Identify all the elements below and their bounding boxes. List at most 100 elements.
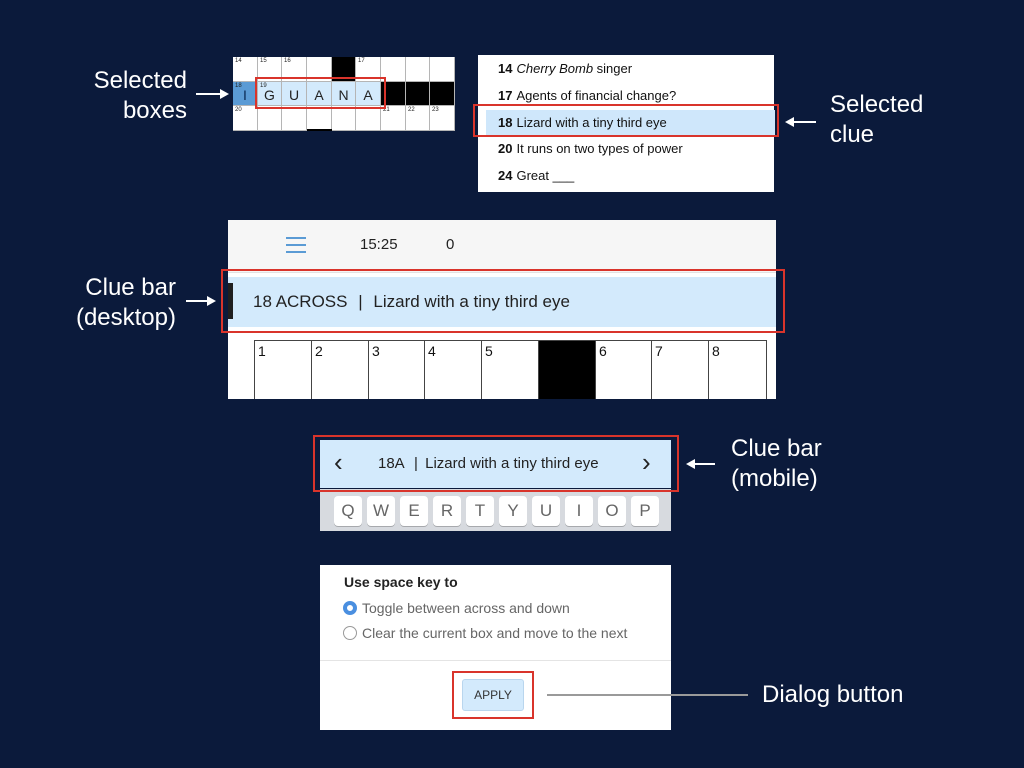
option-clear-label: Clear the current box and move to the ne… bbox=[362, 625, 628, 641]
desktop-clue-ref: 18 ACROSS bbox=[253, 292, 348, 311]
label-clue-bar-desktop-line1: Clue bar bbox=[85, 274, 176, 301]
desktop-puzzle-view: 15:25 0 18 ACROSS | Lizard with a tiny t… bbox=[228, 220, 776, 399]
mobile-clue-text: Lizard with a tiny third eye bbox=[425, 455, 599, 472]
grid-cell[interactable] bbox=[356, 106, 381, 131]
grid-cell[interactable] bbox=[430, 57, 455, 82]
key-t[interactable]: T bbox=[466, 496, 494, 526]
grid-cell[interactable]: 7 bbox=[652, 341, 709, 399]
desktop-clue-text-line: 18 ACROSS | Lizard with a tiny third eye bbox=[253, 292, 570, 312]
label-clue-bar-desktop-line2: (desktop) bbox=[75, 304, 176, 331]
clue-text: Agents of financial change? bbox=[516, 87, 677, 103]
cell-number: 19 bbox=[260, 83, 267, 89]
grid-cell[interactable]: 3 bbox=[369, 341, 425, 399]
cell-number: 22 bbox=[408, 107, 415, 113]
grid-cell[interactable]: 22 bbox=[406, 106, 430, 131]
grid-cell[interactable] bbox=[282, 106, 307, 131]
apply-button[interactable]: APPLY bbox=[462, 679, 524, 711]
next-clue-icon[interactable]: › bbox=[642, 447, 651, 477]
key-u[interactable]: U bbox=[532, 496, 560, 526]
selected-grid-cell[interactable]: A bbox=[356, 82, 381, 106]
cell-number: 16 bbox=[284, 58, 291, 64]
selected-grid-cell[interactable]: A bbox=[307, 82, 332, 106]
label-selected-boxes-line1: Selected bbox=[93, 67, 187, 94]
arrow-selected-boxes bbox=[196, 93, 221, 95]
grid-cell[interactable] bbox=[381, 57, 406, 82]
grid-cell[interactable] bbox=[258, 106, 282, 131]
clue-number: 18 bbox=[498, 114, 513, 130]
grid-cell[interactable]: 16 bbox=[282, 57, 307, 82]
option-clear[interactable]: Clear the current box and move to the ne… bbox=[343, 625, 663, 643]
cell-letter: A bbox=[314, 87, 324, 103]
settings-dialog: Use space key to Toggle between across a… bbox=[320, 565, 671, 730]
grid-cell[interactable]: 14 bbox=[233, 57, 258, 82]
desktop-clue-bar[interactable]: 18 ACROSS | Lizard with a tiny third eye bbox=[228, 277, 776, 327]
clue-number: 17 bbox=[498, 87, 513, 103]
clue-text-suffix: singer bbox=[593, 61, 633, 76]
clue-text: Great ___ bbox=[516, 168, 575, 184]
cell-number: 7 bbox=[655, 343, 663, 359]
arrow-head-selected-boxes bbox=[220, 89, 229, 99]
grid-cell[interactable]: 17 bbox=[356, 57, 381, 82]
grid-cell[interactable] bbox=[307, 57, 332, 82]
clue-number: 20 bbox=[498, 141, 513, 157]
cell-number: 14 bbox=[235, 58, 242, 64]
grid-cell[interactable]: 8 bbox=[709, 341, 766, 399]
arrow-head-selected-clue bbox=[785, 117, 794, 127]
grid-cell[interactable]: 6 bbox=[596, 341, 652, 399]
clue-text: Lizard with a tiny third eye bbox=[516, 114, 667, 130]
key-q[interactable]: Q bbox=[334, 496, 362, 526]
desktop-toolbar: 15:25 0 bbox=[228, 220, 776, 273]
selected-clue-highlight bbox=[473, 104, 779, 137]
grid-cell[interactable] bbox=[307, 106, 332, 131]
grid-cell[interactable]: 4 bbox=[425, 341, 482, 399]
grid-cell[interactable]: 1 bbox=[255, 341, 312, 399]
cell-letter: G bbox=[264, 87, 275, 103]
cell-number: 21 bbox=[383, 107, 390, 113]
prev-clue-icon[interactable]: ‹ bbox=[334, 447, 343, 477]
key-o[interactable]: O bbox=[598, 496, 626, 526]
radio-unselected-icon[interactable] bbox=[343, 626, 357, 640]
black-cell bbox=[430, 82, 455, 106]
dialog-button-highlight bbox=[452, 671, 534, 719]
selected-grid-cell[interactable]: N bbox=[332, 82, 356, 106]
clue-number: 14 bbox=[498, 61, 513, 76]
option-toggle[interactable]: Toggle between across and down bbox=[343, 600, 663, 618]
cell-number: 2 bbox=[315, 343, 323, 359]
mobile-clue-text-line: 18A | Lizard with a tiny third eye bbox=[378, 455, 599, 472]
grid-cell[interactable]: 20 bbox=[233, 106, 258, 131]
grid-cell[interactable]: 15 bbox=[258, 57, 282, 82]
key-r[interactable]: R bbox=[433, 496, 461, 526]
clue-number: 24 bbox=[498, 168, 513, 184]
key-y[interactable]: Y bbox=[499, 496, 527, 526]
label-clue-bar-mobile-line1: Clue bar bbox=[731, 435, 822, 462]
label-selected-boxes: Selected boxes bbox=[60, 66, 187, 126]
grid-cell[interactable] bbox=[332, 106, 356, 131]
selected-grid-cell[interactable]: U bbox=[282, 82, 307, 106]
grid-cell[interactable]: 23 bbox=[430, 106, 455, 131]
cell-number: 1 bbox=[258, 343, 266, 359]
key-i[interactable]: I bbox=[565, 496, 593, 526]
key-e[interactable]: E bbox=[400, 496, 428, 526]
key-p[interactable]: P bbox=[631, 496, 659, 526]
dialog-divider bbox=[320, 660, 671, 661]
grid-cell[interactable] bbox=[406, 57, 430, 82]
dialog-title: Use space key to bbox=[344, 574, 458, 590]
grid-cell[interactable]: 2 bbox=[312, 341, 369, 399]
grid-cell[interactable]: 21 bbox=[381, 106, 406, 131]
key-w[interactable]: W bbox=[367, 496, 395, 526]
cell-letter: N bbox=[338, 87, 349, 103]
mobile-clue-bar[interactable]: ‹ 18A | Lizard with a tiny third eye › bbox=[320, 440, 671, 488]
grid-cell[interactable]: 5 bbox=[482, 341, 539, 399]
cell-letter: U bbox=[288, 87, 300, 103]
radio-selected-icon[interactable] bbox=[343, 601, 357, 615]
